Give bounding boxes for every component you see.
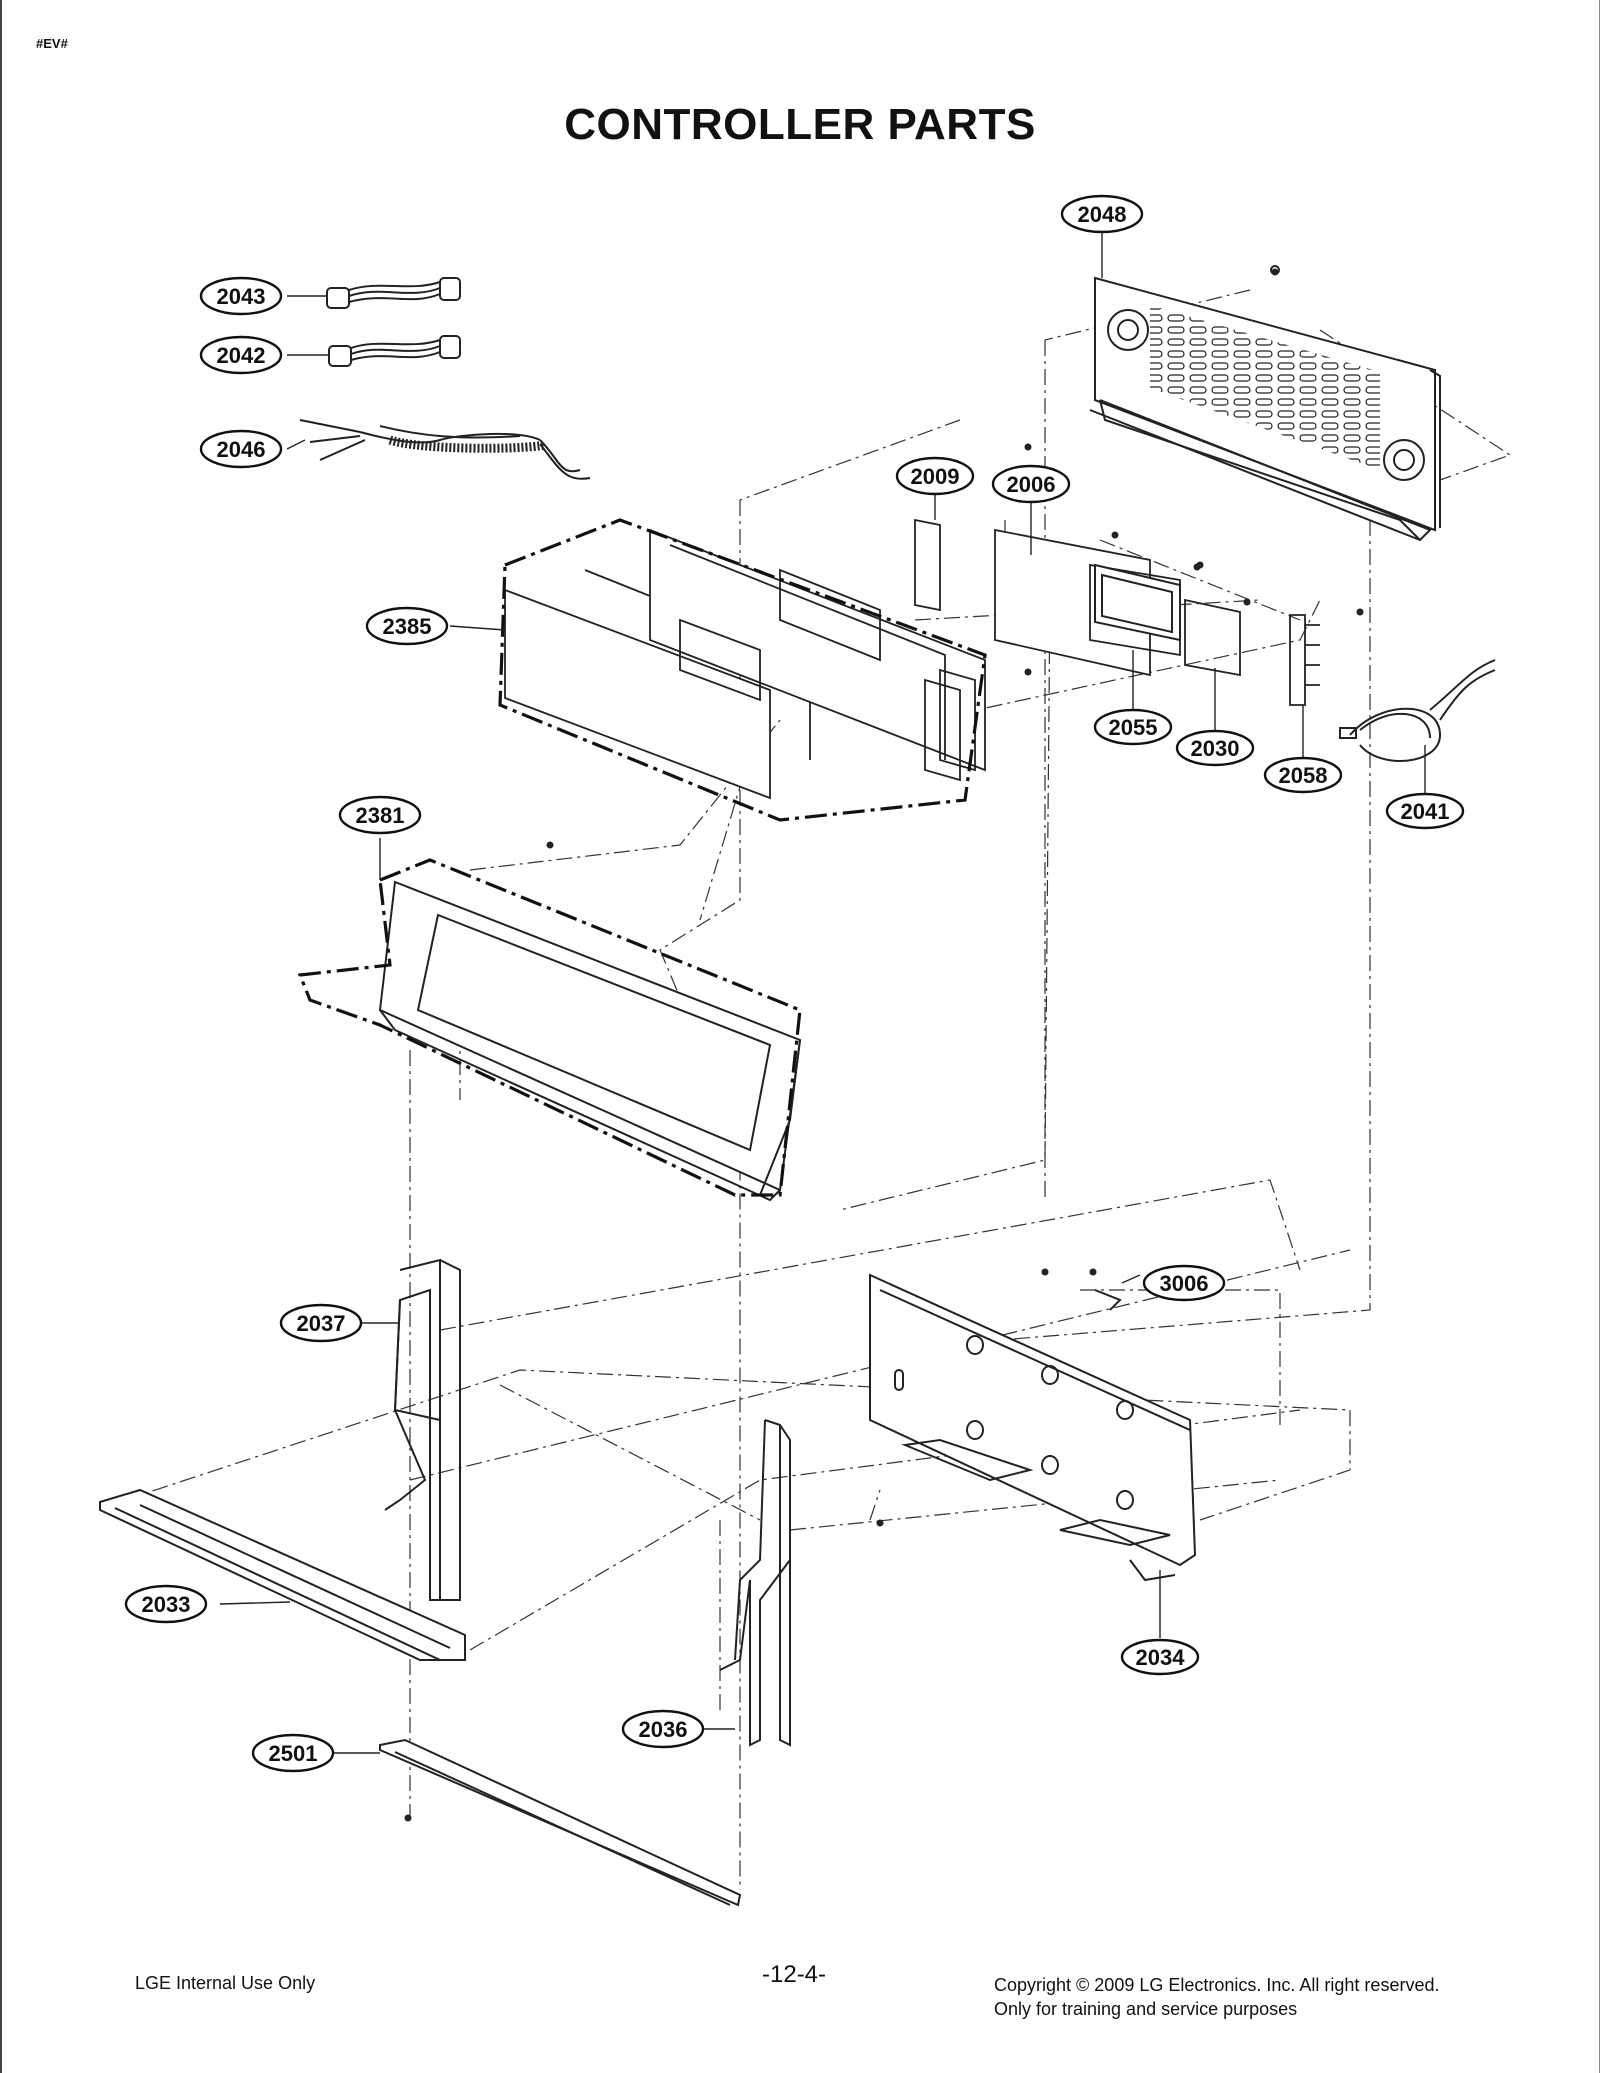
part-2041-wire	[1339, 659, 1496, 762]
callout-2033: 2033	[124, 1584, 208, 1624]
part-2030-board	[1184, 598, 1241, 677]
wire-harness-2046	[299, 419, 591, 480]
callout-2033-label: 2033	[142, 1592, 191, 1617]
callout-2037-label: 2037	[297, 1311, 346, 1336]
page-title: CONTROLLER PARTS	[564, 100, 1036, 149]
callout-2055-label: 2055	[1109, 715, 1158, 740]
callout-2009-label: 2009	[911, 464, 960, 489]
callout-2501: 2501	[251, 1733, 335, 1773]
callout-2055: 2055	[1093, 708, 1173, 746]
assembly-guide-lines	[124, 289, 1512, 1890]
callout-2041-label: 2041	[1401, 799, 1450, 824]
callout-2034: 2034	[1120, 1638, 1200, 1676]
part-2006-main-board	[994, 528, 1181, 677]
callout-2046: 2046	[199, 429, 283, 469]
part-2055-display	[1094, 563, 1181, 642]
part-2036-side-bracket	[719, 1419, 791, 1747]
part-2385-group-outline	[498, 518, 987, 822]
callout-2006: 2006	[991, 464, 1071, 504]
part-2501-rail	[379, 1738, 742, 1907]
footer-internal-use: LGE Internal Use Only	[135, 1973, 316, 1993]
callout-2381-label: 2381	[356, 803, 405, 828]
footer-page-number: -12-4-	[762, 1961, 827, 1988]
callout-2043-label: 2043	[217, 284, 266, 309]
callout-2037: 2037	[279, 1303, 363, 1343]
callout-2009: 2009	[895, 456, 975, 496]
footer-copyright-line2: Only for training and service purposes	[994, 1999, 1298, 2019]
callout-2006-label: 2006	[1007, 472, 1056, 497]
callout-2046-label: 2046	[217, 437, 266, 462]
part-2009-board	[914, 518, 941, 612]
callout-2381: 2381	[338, 795, 422, 835]
footer-copyright-line1: Copyright © 2009 LG Electronics. Inc. Al…	[994, 1975, 1440, 1995]
callout-2036-label: 2036	[639, 1717, 688, 1742]
callout-2034-label: 2034	[1136, 1645, 1186, 1670]
footer-copyright: Copyright © 2009 LG Electronics. Inc. Al…	[994, 1973, 1439, 2021]
part-2381-front-panel	[378, 880, 802, 1202]
callout-2048-label: 2048	[1078, 202, 1127, 227]
callout-3006-label: 3006	[1160, 1271, 1209, 1296]
wire-harness-2043	[326, 277, 461, 309]
callout-2385-label: 2385	[383, 614, 432, 639]
callout-2030: 2030	[1175, 729, 1255, 767]
page-edge-left	[0, 0, 2, 2073]
screws	[404, 268, 1364, 1822]
part-2381-group-outline	[297, 858, 802, 1197]
callout-2041: 2041	[1385, 792, 1465, 830]
callout-2042: 2042	[199, 335, 283, 375]
part-2048-rear-grille	[1089, 265, 1441, 542]
callout-2501-label: 2501	[269, 1741, 318, 1766]
part-2037-side-bracket	[384, 1258, 461, 1601]
callout-2385: 2385	[365, 606, 449, 646]
callout-2058: 2058	[1263, 756, 1343, 794]
document-tag: #EV#	[36, 36, 68, 51]
part-2058-terminal	[1289, 614, 1320, 706]
part-2385-controller-assembly	[504, 528, 986, 800]
part-2033-rail	[99, 1488, 466, 1661]
callout-2043: 2043	[199, 276, 283, 316]
callout-2058-label: 2058	[1279, 763, 1328, 788]
callouts: 2048 2043 2042 2046 2009 2006	[124, 194, 1465, 1773]
callout-2036: 2036	[621, 1709, 705, 1749]
callout-2048: 2048	[1060, 194, 1144, 234]
wire-harness-2042	[328, 335, 461, 367]
part-2034-rear-frame	[869, 1273, 1197, 1582]
callout-2042-label: 2042	[217, 343, 266, 368]
callout-3006: 3006	[1142, 1264, 1226, 1302]
callout-2030-label: 2030	[1191, 736, 1240, 761]
leader-lines	[219, 232, 1426, 1754]
